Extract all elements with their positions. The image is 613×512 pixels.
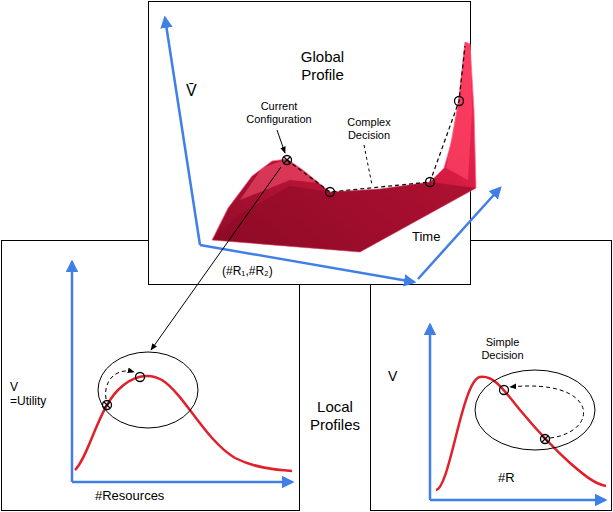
zoom-arrow	[151, 167, 281, 350]
axis-label: #R	[498, 470, 515, 486]
state-marker	[541, 435, 550, 444]
utility-curve	[436, 377, 606, 490]
state-cross	[284, 157, 290, 163]
leader-line	[364, 145, 372, 185]
annotation: Complex Decision	[340, 116, 398, 142]
decision-arrow	[510, 386, 584, 438]
axis-label: V =Utility	[10, 380, 56, 409]
axis-arrow	[200, 245, 414, 282]
utility-surface	[212, 42, 476, 252]
state-marker	[103, 401, 112, 410]
global-profile-panel: Global ProfileV̄ Current ConfigurationCom…	[148, 1, 471, 285]
axis-arrow	[165, 18, 200, 245]
state-marker	[426, 178, 435, 187]
state-cross	[104, 402, 110, 408]
section-title: Local Profiles	[300, 398, 370, 434]
state-marker	[326, 188, 335, 197]
axis-label: (#R₁,#R₂)	[222, 264, 273, 278]
surface-highlight	[446, 42, 472, 180]
focus-ellipse	[475, 370, 595, 450]
decision-arrow	[106, 371, 134, 399]
axis-arrow	[71, 262, 74, 482]
panel-title: Global Profile	[285, 48, 360, 84]
state-marker	[136, 373, 145, 382]
focus-ellipse	[98, 352, 198, 428]
state-marker	[455, 97, 464, 106]
leader-arrow	[277, 130, 285, 153]
axis-label: #Resources	[95, 488, 164, 504]
axis-arrow	[430, 499, 605, 502]
annotation: Current Configuration	[240, 100, 318, 126]
axis-label: V̄	[186, 81, 197, 100]
local-profile-panel: V =Utility #Resources	[1, 240, 300, 511]
axis-label: V	[388, 368, 397, 385]
state-cross	[542, 436, 548, 442]
local-profile-panel: Simple DecisionV #R	[370, 240, 612, 511]
utility-curve	[75, 376, 292, 471]
axis-label: Time	[412, 229, 440, 245]
annotation: Simple Decision	[475, 336, 530, 362]
surface-highlight	[240, 159, 318, 200]
axis-arrow	[72, 481, 292, 484]
state-marker	[500, 386, 509, 395]
state-marker	[283, 156, 292, 165]
axis-arrow	[429, 325, 432, 500]
